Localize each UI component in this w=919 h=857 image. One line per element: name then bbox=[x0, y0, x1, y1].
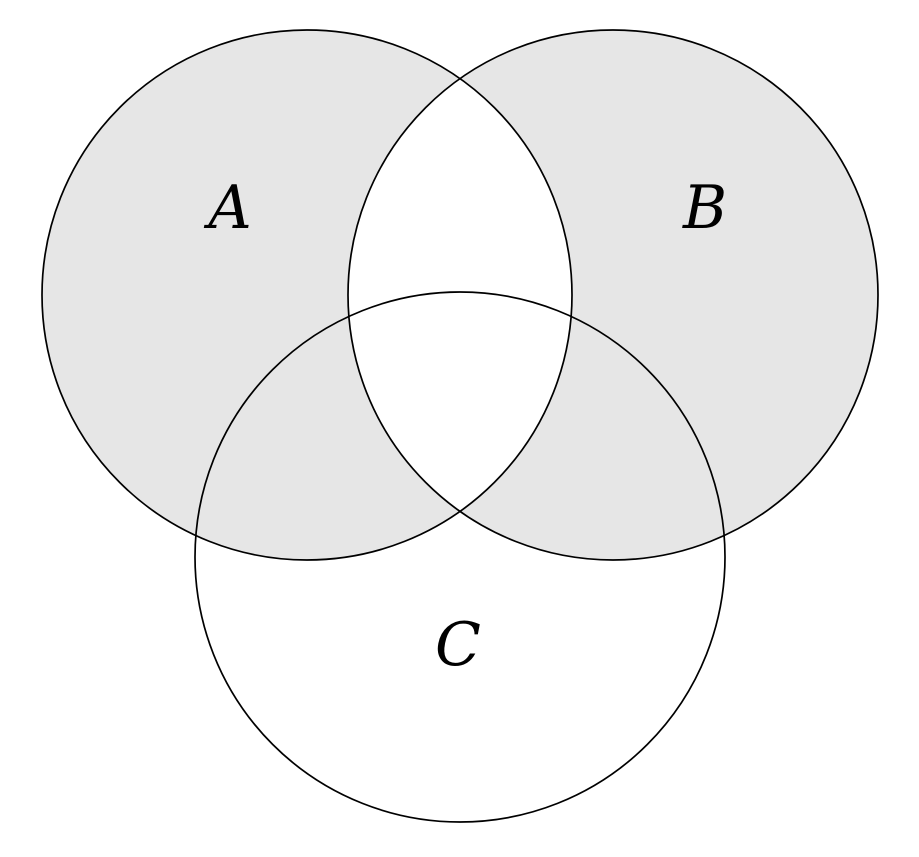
circle-b-outline bbox=[347, 29, 879, 561]
shaded-region-a-xor-b bbox=[42, 30, 878, 560]
label-set-a: A bbox=[203, 173, 251, 243]
circle-a-outline bbox=[41, 29, 573, 561]
label-set-c: C bbox=[435, 610, 481, 680]
circle-c-outline bbox=[194, 291, 726, 823]
label-set-b: B bbox=[682, 173, 727, 243]
